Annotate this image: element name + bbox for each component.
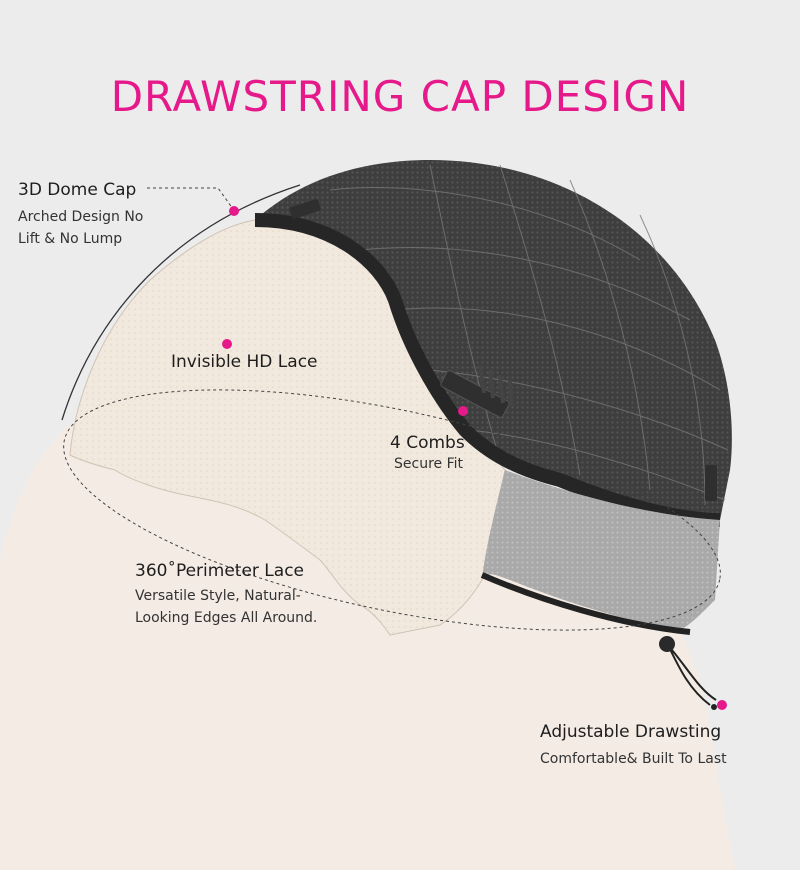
dome-outline-arc bbox=[61, 184, 301, 421]
callout-lace-heading: Invisible HD Lace bbox=[171, 352, 318, 372]
page-title: DRAWSTRING CAP DESIGN bbox=[110, 72, 690, 121]
comb-top bbox=[289, 199, 321, 219]
drawstring-cord bbox=[667, 644, 717, 706]
callout-drawstring-sub: Comfortable& Built To Last bbox=[540, 751, 727, 767]
crown-grid-lines bbox=[329, 164, 729, 506]
combs-marker-dot bbox=[458, 406, 468, 416]
comb-back bbox=[705, 465, 717, 501]
callout-dome-line2: Lift & No Lump bbox=[18, 231, 123, 247]
cap-border-band bbox=[254, 213, 721, 527]
dome-leader-line bbox=[147, 187, 234, 210]
cap-crown bbox=[255, 160, 732, 520]
callout-drawstring: Adjustable Drawsting Comfortable& Built … bbox=[540, 722, 727, 770]
stretch-band bbox=[482, 470, 720, 630]
callout-combs: 4 Combs Secure Fit bbox=[390, 433, 465, 475]
callout-dome-heading: 3D Dome Cap bbox=[18, 180, 137, 200]
callout-perimeter-line2: Looking Edges All Around. bbox=[135, 610, 318, 626]
callout-perimeter-line1: Versatile Style, Natural- bbox=[135, 588, 301, 604]
callout-combs-sub: Secure Fit bbox=[394, 456, 463, 472]
drawstring-marker-dot bbox=[717, 700, 727, 710]
callout-perimeter-heading: 360˚Perimeter Lace bbox=[135, 561, 304, 581]
stretch-band-edge bbox=[480, 572, 691, 635]
dome-marker-dot bbox=[229, 206, 239, 216]
drawstring-toggle bbox=[659, 636, 675, 652]
comb-right bbox=[440, 364, 514, 418]
callout-dome-line1: Arched Design No bbox=[18, 209, 144, 225]
callout-combs-heading: 4 Combs bbox=[390, 433, 465, 453]
callout-perimeter: 360˚Perimeter Lace Versatile Style, Natu… bbox=[135, 561, 317, 629]
lace-marker-dot bbox=[222, 339, 232, 349]
callout-drawstring-heading: Adjustable Drawsting bbox=[540, 722, 722, 742]
callout-lace: Invisible HD Lace bbox=[171, 352, 318, 372]
callout-dome: 3D Dome Cap Arched Design No Lift & No L… bbox=[18, 180, 143, 250]
